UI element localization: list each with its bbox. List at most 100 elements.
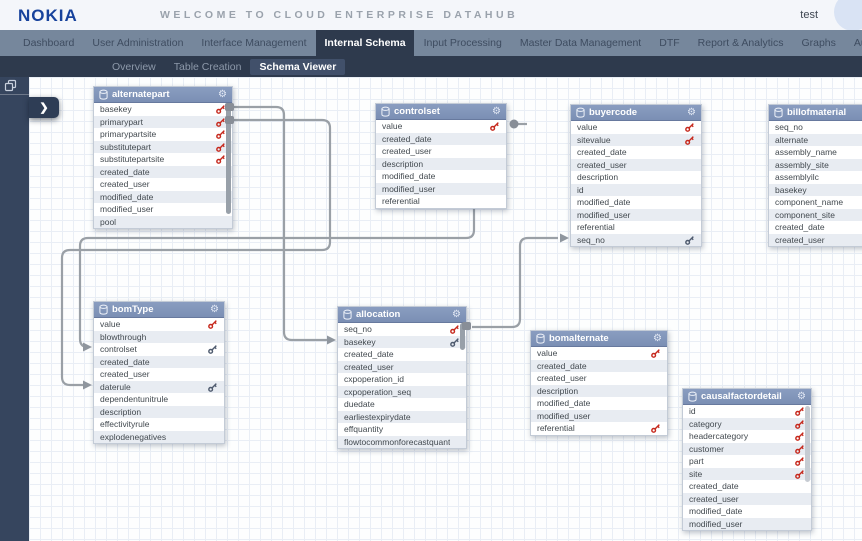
field-list: value created_date created_user descript… xyxy=(531,347,667,435)
primary-key-icon xyxy=(216,142,225,152)
field-name: modified_date xyxy=(537,398,591,409)
field-row: sitevalue xyxy=(571,133,701,146)
nokia-logo: NOKIA xyxy=(18,6,78,25)
field-row: effectivityrule xyxy=(94,418,224,431)
field-name: modified_user xyxy=(577,209,631,220)
field-name: alternate xyxy=(775,134,809,145)
subnav-tab-table-creation[interactable]: Table Creation xyxy=(173,60,242,73)
gear-icon[interactable]: ⚙ xyxy=(210,303,219,315)
field-row: duedate xyxy=(338,398,466,411)
gear-icon[interactable]: ⚙ xyxy=(653,332,662,344)
nav-tab-audit-log[interactable]: Audit Log xyxy=(853,37,862,49)
field-name: created_user xyxy=(577,159,627,170)
primary-key-icon xyxy=(795,407,804,417)
gear-icon[interactable]: ⚙ xyxy=(452,308,461,320)
entity-table-billofmaterial[interactable]: billofmaterial ⚙ seq_no alternate assemb… xyxy=(768,104,862,247)
field-name: cxpoperation_id xyxy=(344,374,405,385)
primary-key-icon xyxy=(795,457,804,467)
entity-table-controlset[interactable]: controlset ⚙ value created_date created_… xyxy=(375,103,507,209)
field-row: created_user xyxy=(338,360,466,373)
field-row: cxpoperation_seq xyxy=(338,385,466,398)
entity-table-header[interactable]: bomalternate ⚙ xyxy=(531,331,667,347)
field-list: value blowthrough controlset created_dat… xyxy=(94,318,224,443)
nav-tab-master-data-management[interactable]: Master Data Management xyxy=(519,37,642,49)
field-row: site xyxy=(683,467,811,480)
foreign-key-icon xyxy=(208,382,217,392)
table-scrollbar[interactable] xyxy=(460,323,465,350)
subnav-tab-overview[interactable]: Overview xyxy=(112,60,156,73)
entity-table-header[interactable]: causalfactordetail ⚙ xyxy=(683,389,811,405)
field-name: created_date xyxy=(344,349,394,360)
field-list: basekey primarypart primarypartsite subs… xyxy=(94,103,232,228)
field-name: modified_date xyxy=(577,197,631,208)
field-row: id xyxy=(683,405,811,418)
field-name: created_user xyxy=(537,373,587,384)
nav-tab-dashboard[interactable]: Dashboard xyxy=(23,37,75,49)
entity-table-causalfactordetail[interactable]: causalfactordetail ⚙ id category headerc… xyxy=(682,388,812,531)
field-row: blowthrough xyxy=(94,330,224,343)
field-row: created_date xyxy=(94,355,224,368)
field-row: created_user xyxy=(769,233,862,246)
field-row: referential xyxy=(571,221,701,234)
field-list: seq_no basekey created_date created_user… xyxy=(338,323,466,448)
field-row: created_date xyxy=(338,348,466,361)
nav-tab-dtf[interactable]: DTF xyxy=(659,37,680,49)
nav-tab-user-administration[interactable]: User Administration xyxy=(92,37,184,49)
field-row: modified_date xyxy=(94,190,232,203)
field-row: flowtocommonforecastquantity xyxy=(338,435,466,448)
entity-table-alternatepart[interactable]: alternatepart ⚙ basekey primarypart prim… xyxy=(93,86,233,229)
field-name: primarypartsite xyxy=(100,129,157,140)
subnav-tab-schema-viewer[interactable]: Schema Viewer xyxy=(250,58,346,75)
entity-table-name: allocation xyxy=(356,309,401,320)
gear-icon[interactable]: ⚙ xyxy=(797,390,806,402)
field-row: dependentunitrule xyxy=(94,393,224,406)
field-name: created_date xyxy=(100,166,150,177)
gear-icon[interactable]: ⚙ xyxy=(687,106,696,118)
sidebar-panels-button[interactable] xyxy=(0,77,29,95)
entity-table-allocation[interactable]: allocation ⚙ seq_no basekey created_date… xyxy=(337,306,467,449)
field-name: value xyxy=(537,348,558,359)
entity-table-bomalternate[interactable]: bomalternate ⚙ value created_date create… xyxy=(530,330,668,436)
entity-table-header[interactable]: buyercode ⚙ xyxy=(571,105,701,121)
entity-table-name: causalfactordetail xyxy=(701,391,782,402)
primary-key-icon xyxy=(685,135,694,145)
gear-icon[interactable]: ⚙ xyxy=(218,88,227,100)
entity-table-header[interactable]: allocation ⚙ xyxy=(338,307,466,323)
field-name: id xyxy=(689,406,696,417)
primary-key-icon xyxy=(651,424,660,434)
gear-icon[interactable]: ⚙ xyxy=(492,105,501,117)
field-row: referential xyxy=(376,195,506,208)
nav-tab-interface-management[interactable]: Interface Management xyxy=(201,37,307,49)
expand-panel-button[interactable]: ❯ xyxy=(29,97,59,118)
field-name: part xyxy=(689,456,704,467)
database-icon xyxy=(536,333,545,344)
nav-tab-graphs[interactable]: Graphs xyxy=(801,37,836,49)
primary-key-icon xyxy=(651,349,660,359)
nav-tab-report-analytics[interactable]: Report & Analytics xyxy=(697,37,784,49)
field-name: created_date xyxy=(382,133,432,144)
primary-key-icon xyxy=(216,117,225,127)
entity-table-header[interactable]: bomType ⚙ xyxy=(94,302,224,318)
nav-tab-input-processing[interactable]: Input Processing xyxy=(423,37,502,49)
entity-table-buyercode[interactable]: buyercode ⚙ value sitevalue created_date… xyxy=(570,104,702,247)
entity-table-header[interactable]: controlset ⚙ xyxy=(376,104,506,120)
field-row: controlset xyxy=(94,343,224,356)
table-scrollbar[interactable] xyxy=(805,406,810,482)
nav-tab-internal-schema[interactable]: Internal Schema xyxy=(316,30,414,56)
entity-table-header[interactable]: billofmaterial ⚙ xyxy=(769,105,862,121)
entity-table-header[interactable]: alternatepart ⚙ xyxy=(94,87,232,103)
entity-table-bomtype[interactable]: bomType ⚙ value blowthrough controlset c… xyxy=(93,301,225,444)
field-row: created_date xyxy=(376,132,506,145)
field-row: seq_no xyxy=(571,233,701,246)
foreign-key-icon xyxy=(450,337,459,347)
field-name: effquantity xyxy=(344,424,384,435)
primary-key-icon xyxy=(216,155,225,165)
field-name: duedate xyxy=(344,399,375,410)
table-scrollbar[interactable] xyxy=(226,103,231,214)
foreign-key-icon xyxy=(208,345,217,355)
field-name: created_user xyxy=(382,146,432,157)
field-name: substitutepart xyxy=(100,141,152,152)
field-name: id xyxy=(577,184,584,195)
field-name: seq_no xyxy=(344,324,372,335)
avatar[interactable] xyxy=(834,0,862,31)
